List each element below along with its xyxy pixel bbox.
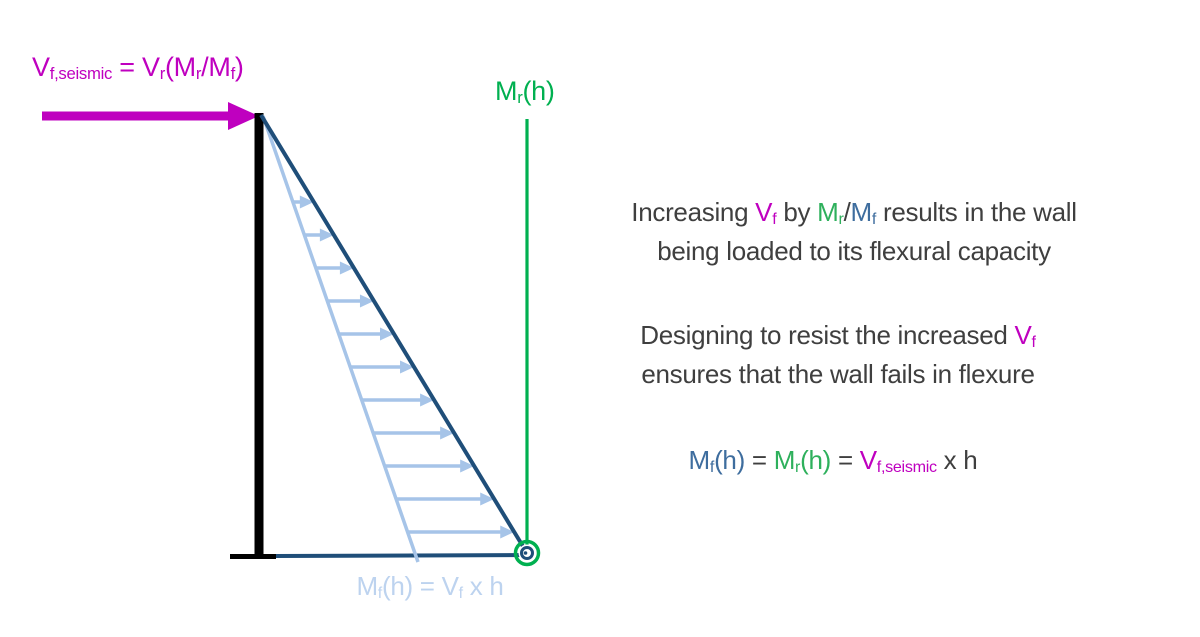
- load-arrow-head: [380, 327, 394, 341]
- note-flexural-capacity-line-2: being loaded to its flexural capacity: [657, 236, 1051, 266]
- amplified-moment-line: [259, 113, 529, 555]
- load-arrow-head: [500, 525, 515, 539]
- note-fails-in-flexure-line-2: ensures that the wall fails in flexure: [641, 359, 1035, 389]
- seismic-shear-formula: Vf,seismic = Vr(Mr/Mf): [32, 52, 244, 83]
- note-flexural-capacity: Increasing Vf by Mr/Mf results in the wa…: [524, 195, 1184, 269]
- load-arrow-head: [440, 426, 455, 440]
- load-arrows: [292, 195, 515, 539]
- load-arrow-head: [359, 294, 374, 308]
- seismic-force-arrow-head: [228, 102, 259, 130]
- note-fails-in-flexure: Designing to resist the increased Vf ens…: [508, 318, 1168, 392]
- load-arrow-head: [460, 459, 475, 473]
- load-arrow-head: [319, 228, 334, 242]
- load-arrow-head: [400, 360, 415, 374]
- moment-equality-equation: Mf(h) = Mr(h) = Vf,seismic x h: [688, 445, 978, 476]
- note-fails-in-flexure-line-1: Designing to resist the increased Vf: [640, 320, 1036, 351]
- hinge-center-dot: [523, 551, 528, 555]
- moment-resistance-label: Mr(h): [495, 76, 555, 107]
- hinge-outer-circle: [513, 539, 541, 567]
- moment-demand-line: [261, 115, 420, 563]
- seismic-force-arrow-icon: [42, 102, 259, 130]
- hinge-inner-circle: [520, 546, 534, 560]
- load-arrow-head: [299, 195, 314, 209]
- load-arrow-head: [480, 492, 495, 506]
- load-arrow-head: [420, 393, 435, 407]
- load-arrow-head: [339, 261, 354, 275]
- note-flexural-capacity-line-1: Increasing Vf by Mr/Mf results in the wa…: [631, 197, 1077, 228]
- moment-demand-label: Mf(h) = Vf x h: [356, 571, 504, 602]
- base-line: [275, 553, 528, 558]
- hinge-symbol-icon: [513, 539, 541, 567]
